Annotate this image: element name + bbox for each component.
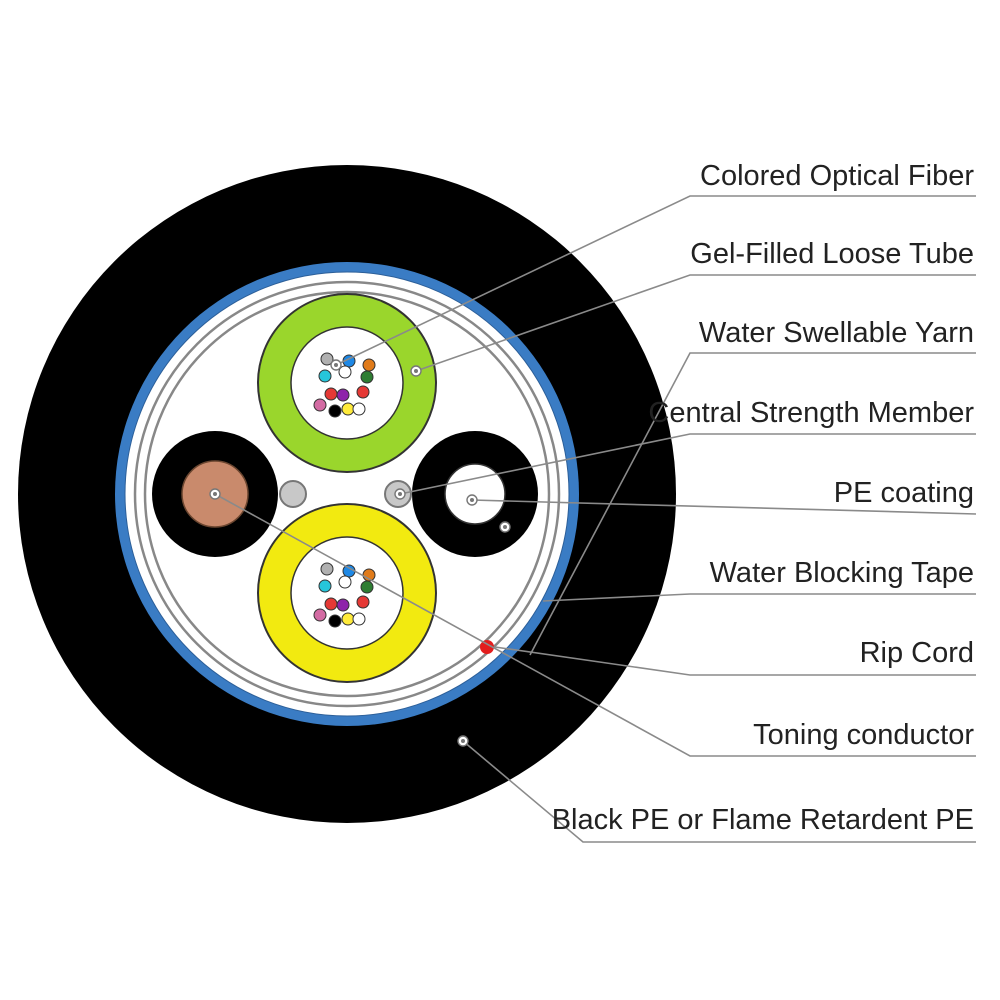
label-rip-cord: Rip Cord	[860, 637, 974, 669]
label-pe-coating: PE coating	[834, 477, 974, 509]
optical-fiber	[336, 598, 350, 612]
leader-water-swellable-yarn	[529, 352, 976, 656]
leader-pe-coating	[471, 499, 977, 515]
label-central-strength-member: Central Strength Member	[648, 397, 974, 429]
optical-fiber	[328, 404, 342, 418]
pe-coating-core	[444, 463, 506, 525]
leader-gel-filled-loose-tube	[415, 274, 976, 372]
label-water-swellable-yarn: Water Swellable Yarn	[699, 317, 974, 349]
leader-black-pe	[462, 740, 976, 843]
pointer-dot-toning-conductor	[209, 488, 221, 500]
optical-fiber	[341, 402, 355, 416]
label-colored-optical-fiber: Colored Optical Fiber	[700, 160, 974, 192]
leader-rip-cord	[494, 646, 976, 676]
pointer-dot-pe-coating	[466, 494, 478, 506]
optical-fiber	[318, 369, 332, 383]
pointer-dot-central-strength-member	[394, 488, 406, 500]
fiber-bundle-top	[313, 352, 376, 418]
label-water-blocking-tape: Water Blocking Tape	[710, 557, 974, 589]
optical-fiber	[360, 370, 374, 384]
optical-fiber	[362, 358, 376, 372]
optical-fiber	[320, 562, 334, 576]
pointer-dot-black-pe	[457, 735, 469, 747]
leader-water-blocking-tape	[542, 593, 976, 602]
optical-fiber	[356, 385, 370, 399]
rip-cord	[480, 640, 494, 654]
optical-fiber	[360, 580, 374, 594]
label-toning-conductor: Toning conductor	[753, 719, 974, 751]
optical-fiber	[352, 402, 366, 416]
label-black-pe: Black PE or Flame Retardent PE	[552, 804, 974, 836]
pointer-dot-pe-coating-jacket	[499, 521, 511, 533]
central-strength-member-left	[279, 480, 307, 508]
optical-fiber	[341, 612, 355, 626]
leader-colored-optical-fiber	[335, 195, 976, 366]
optical-fiber	[313, 608, 327, 622]
optical-fiber	[352, 612, 366, 626]
leader-central-strength-member	[399, 433, 976, 495]
optical-fiber	[356, 595, 370, 609]
optical-fiber	[338, 365, 352, 379]
optical-fiber	[318, 579, 332, 593]
pointer-dot-colored-optical-fiber	[330, 359, 342, 371]
pointer-dot-gel-filled-loose-tube	[410, 365, 422, 377]
optical-fiber	[324, 387, 338, 401]
optical-fiber	[336, 388, 350, 402]
optical-fiber	[324, 597, 338, 611]
loose-tube-yellow-gel	[290, 536, 404, 650]
optical-fiber	[338, 575, 352, 589]
loose-tube-green-gel	[290, 326, 404, 440]
inner-ring	[143, 290, 551, 698]
optical-fiber	[320, 352, 334, 366]
leader-toning-conductor	[214, 493, 976, 757]
optical-fiber	[328, 614, 342, 628]
optical-fiber	[313, 398, 327, 412]
label-gel-filled-loose-tube: Gel-Filled Loose Tube	[690, 238, 974, 270]
